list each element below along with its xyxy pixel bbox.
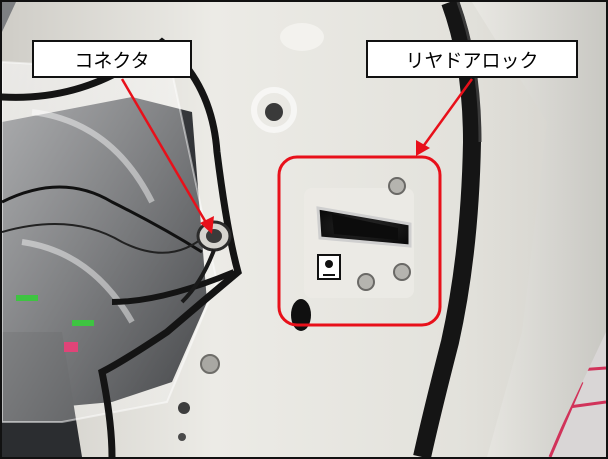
wire-clip-green-2: [72, 320, 94, 326]
lock-highlight-box: [277, 155, 442, 327]
connector-label: コネクタ: [32, 40, 192, 78]
film-reflections: [21, 109, 155, 324]
wire-tag-pink: [64, 342, 78, 352]
rear-door-lock-label: リヤドアロック: [366, 40, 578, 78]
panel-hole-small: [178, 402, 190, 414]
lock-leader-arrow: [416, 78, 474, 156]
panel-hole-tiny: [178, 433, 186, 441]
wire-harness: [2, 185, 203, 254]
door-edge: [472, 2, 606, 457]
connector-grommet: [180, 220, 232, 304]
panel-boss: [280, 23, 324, 51]
door-lock-assembly: [291, 177, 414, 331]
panel-bolt: [200, 354, 220, 374]
wire-harness-2: [2, 223, 208, 254]
sealant-bead-branch: [111, 269, 236, 305]
connector-leader-arrow: [120, 78, 214, 234]
wire-clip-green: [16, 295, 38, 301]
panel-hole: [265, 103, 283, 121]
panel-hole-boss: [251, 87, 297, 133]
